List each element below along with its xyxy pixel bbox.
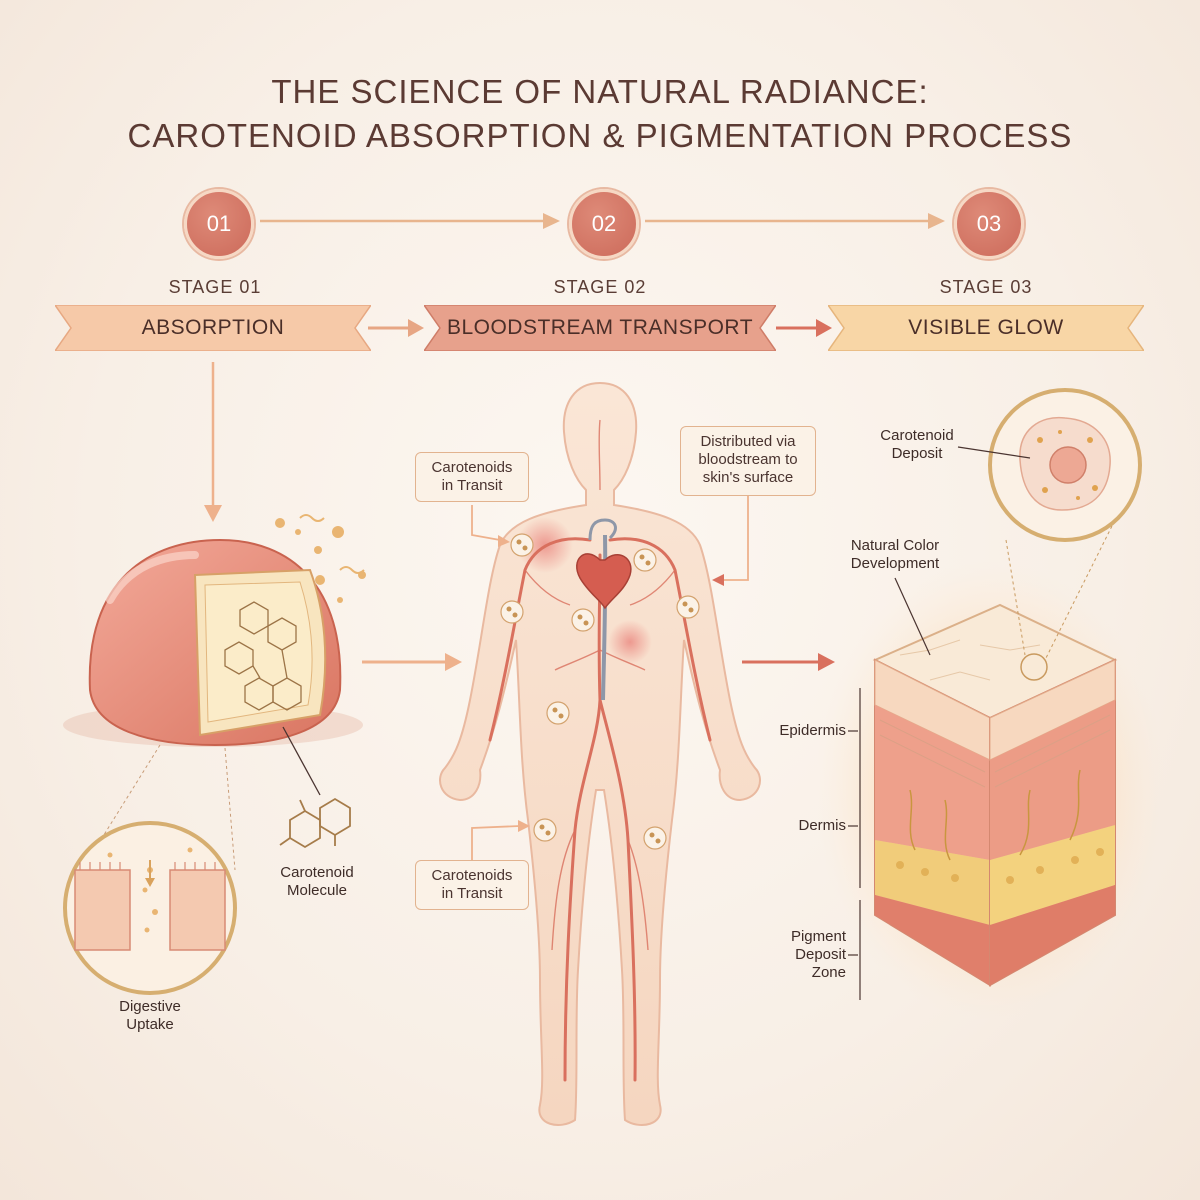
carotenoids-transit-bottom-callout: Carotenoids in Transit xyxy=(415,860,529,910)
banner-ribbon-shape xyxy=(55,305,371,351)
page-title: THE SCIENCE OF NATURAL RADIANCE: CAROTEN… xyxy=(0,70,1200,158)
banner-ribbon-shape xyxy=(424,305,776,351)
banner-visible-glow-text: VISIBLE GLOW xyxy=(908,316,1064,339)
stage2-to-stage3-arrow xyxy=(742,653,835,671)
stage-1-label: STAGE 01 xyxy=(168,277,262,297)
banner-arrows xyxy=(368,319,832,337)
carotenoid-molecule-icon xyxy=(279,797,351,849)
down-arrow xyxy=(204,362,222,522)
banner-visible-glow: VISIBLE GLOW xyxy=(828,305,1144,351)
dermis-label: Dermis xyxy=(798,817,847,834)
particles xyxy=(275,518,366,603)
stage-2-number: 02 xyxy=(569,189,639,259)
title-line-1: THE SCIENCE OF NATURAL RADIANCE: xyxy=(271,73,929,110)
transit-particles xyxy=(500,533,700,850)
carotenoid-deposit-label: Carotenoid Deposit xyxy=(880,427,954,462)
banner-absorption-text: ABSORPTION xyxy=(141,316,285,339)
stage-3-number: 03 xyxy=(954,189,1024,259)
digestive-uptake-label: Digestive Uptake xyxy=(119,998,181,1033)
distributed-callout: Distributed via bloodstream to skin's su… xyxy=(680,426,816,496)
pigment-deposit-zone-label: Pigment Deposit Zone xyxy=(790,928,846,981)
digestive-uptake-inset xyxy=(63,744,237,995)
heart-icon xyxy=(576,553,632,610)
human-body-illustration xyxy=(439,381,761,1126)
carotenoid-molecule-label: Carotenoid Molecule xyxy=(280,864,354,899)
capsule-illustration xyxy=(63,538,363,747)
stage-1-number: 01 xyxy=(184,189,254,259)
stage-3-label: STAGE 03 xyxy=(939,277,1033,297)
stage1-to-stage2-arrow xyxy=(362,653,462,671)
banner-ribbon-shape xyxy=(828,305,1144,351)
epidermis-label: Epidermis xyxy=(779,722,846,739)
title-line-2: CAROTENOID ABSORPTION & PIGMENTATION PRO… xyxy=(127,117,1073,154)
stage-2-label: STAGE 02 xyxy=(553,277,647,297)
banner-absorption: ABSORPTION xyxy=(55,305,371,351)
banner-bloodstream-transport: BLOODSTREAM TRANSPORT xyxy=(424,305,776,351)
banner-bloodstream-text: BLOODSTREAM TRANSPORT xyxy=(446,316,754,339)
carotenoids-transit-top-callout: Carotenoids in Transit xyxy=(415,452,529,502)
natural-color-development-label: Natural Color Development xyxy=(850,537,940,572)
skin-cross-section xyxy=(872,603,1118,987)
carotenoid-deposit-magnifier xyxy=(988,388,1142,661)
